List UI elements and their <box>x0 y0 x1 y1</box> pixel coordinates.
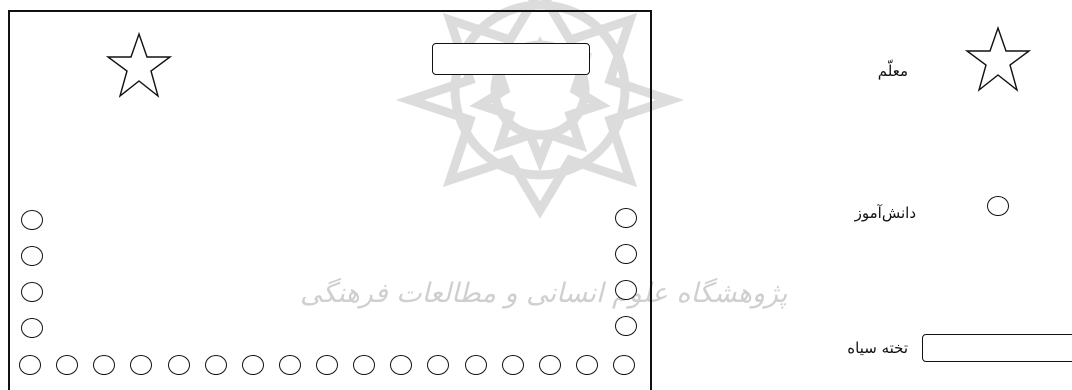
legend-star-icon <box>965 24 1031 96</box>
student-seat-right <box>615 280 637 300</box>
student-seat-bottom <box>168 355 190 375</box>
student-seat-bottom <box>465 355 487 375</box>
teacher-star-icon <box>106 30 172 102</box>
student-seat-left <box>21 246 43 266</box>
legend-board-label: تخته سیاه <box>847 339 908 357</box>
student-seat-right <box>615 316 637 336</box>
student-seat-bottom <box>205 355 227 375</box>
student-seat-right <box>615 244 637 264</box>
legend-board-icon <box>922 334 1072 362</box>
student-seat-bottom <box>279 355 301 375</box>
student-seat-bottom <box>19 355 41 375</box>
student-seat-left <box>21 210 43 230</box>
legend-student-label: دانش‌آموز <box>855 204 916 222</box>
student-seat-bottom <box>539 355 561 375</box>
student-seat-bottom <box>316 355 338 375</box>
student-seat-left <box>21 318 43 338</box>
student-seat-bottom <box>613 355 635 375</box>
student-seat-bottom <box>576 355 598 375</box>
student-seat-left <box>21 282 43 302</box>
blackboard <box>432 43 590 75</box>
legend-circle-icon <box>987 196 1009 216</box>
student-seat-bottom <box>353 355 375 375</box>
student-seat-bottom <box>502 355 524 375</box>
student-seat-bottom <box>242 355 264 375</box>
student-seat-right <box>615 208 637 228</box>
legend-teacher-label: معلّم <box>878 62 908 80</box>
student-seat-bottom <box>56 355 78 375</box>
